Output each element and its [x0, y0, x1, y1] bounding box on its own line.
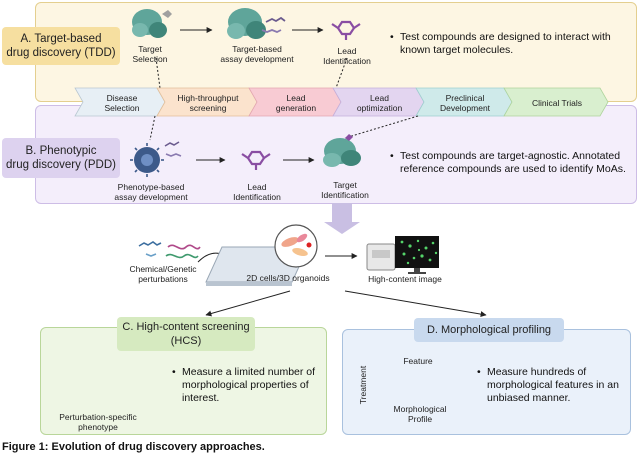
assay-protein-icon [227, 8, 286, 39]
pipeline-label-3-line2: generation [275, 103, 317, 113]
pipeline-label-1: Disease Selection [83, 93, 161, 113]
hcs-caption-line1: Perturbation-specific [59, 412, 137, 422]
pipeline-label-3: Lead generation [257, 93, 335, 113]
pipeline-label-4-line2: optimization [356, 103, 403, 113]
pipeline-label-5-line2: Development [439, 103, 491, 113]
target-protein-icon [132, 9, 172, 38]
pipeline-label-6: Clinical Trials [512, 98, 602, 108]
pdd-label-line2: drug discovery (PDD) [6, 159, 116, 171]
tdd-dashed-line-2 [335, 57, 348, 89]
tdd-step3-line2: Identification [323, 56, 371, 66]
pdd-bullet-line1: Test compounds are target-agnostic. Anno… [400, 150, 621, 162]
tdd-bullet: Test compounds are designed to interact … [390, 31, 632, 57]
pipeline-label-3-line1: Lead [286, 93, 306, 103]
tdd-bullet-line1: Test compounds are designed to interact … [400, 31, 611, 43]
pdd-bullet-line2: reference compounds are used to identify… [400, 163, 626, 175]
pdd-step1-line2: assay development [114, 192, 188, 202]
perturbation-icon [138, 241, 201, 259]
pdd-step2-line1: Lead [247, 182, 267, 192]
tdd-label-line2: drug discovery (TDD) [6, 47, 116, 59]
hcs-label: C. High-content screening (HCS) [117, 317, 255, 351]
pdd-lead-molecule-icon [241, 150, 271, 170]
tdd-step3-text: Lead Identification [318, 46, 376, 66]
feature-text: Feature [403, 356, 433, 366]
pipeline-label-2-line2: screening [189, 103, 227, 113]
pdd-step2-text: Lead Identification [228, 182, 286, 202]
pipeline-label-2-line1: High-throughput [177, 93, 239, 103]
pdd-step3-text: Target Identification [316, 180, 374, 200]
profiling-label: D. Morphological profiling [414, 318, 564, 342]
pipeline-label-4-line1: Lead [370, 93, 389, 103]
perturbation-line1: Chemical/Genetic [129, 264, 197, 274]
profiling-bullet-line1: Measure hundreds of [487, 366, 587, 378]
pipeline-label-4: Lead optimization [341, 93, 418, 113]
tdd-step3-line1: Lead [337, 46, 357, 56]
pipeline-label-5: Preclinical Development [424, 93, 506, 113]
hcs-label-line1: C. High-content screening [122, 321, 250, 333]
profiling-caption-line2: Profile [407, 414, 433, 424]
profiling-bullet-line2: morphological features in an [487, 379, 619, 391]
arrow-to-hcs [205, 290, 291, 317]
tdd-step2-line1: Target-based [232, 44, 282, 54]
figure-caption: Figure 1: Evolution of drug discovery ap… [2, 441, 265, 453]
transition-arrow-icon [324, 203, 360, 234]
pipeline-label-1-line2: Selection [104, 103, 140, 113]
tdd-step1-text: Target Selection [125, 44, 175, 64]
pdd-dashed-line-1 [149, 115, 156, 141]
profiling-bullet: Measure hundreds of morphological featur… [477, 366, 627, 405]
tdd-step2-line2: assay development [220, 54, 294, 64]
tdd-dashed-line-1 [155, 57, 161, 89]
cells-text: 2D cells/3D organoids [246, 273, 330, 283]
image-text: High-content image [368, 274, 442, 284]
hcs-bullet-line1: Measure a limited number of [182, 366, 316, 378]
tdd-label: A. Target-based drug discovery (TDD) [2, 27, 120, 65]
treatment-text: Treatment [358, 365, 368, 405]
hcs-bullet-line2: morphological properties of [182, 379, 309, 391]
pipeline-label-2: High-throughput screening [165, 93, 251, 113]
tdd-bullet-line2: known target molecules. [400, 44, 514, 56]
lead-molecule-icon [331, 20, 361, 40]
microscope-image-icon [366, 236, 439, 274]
perturbation-text: Chemical/Genetic perturbations [118, 264, 208, 284]
pdd-label-line1: B. Phenotypic [25, 145, 97, 157]
pdd-dashed-line-2 [344, 115, 419, 139]
perturbation-line2: perturbations [138, 274, 188, 284]
pipeline-label-5-line1: Preclinical [445, 93, 485, 103]
pipeline-label-6-line1: Clinical Trials [531, 98, 583, 108]
pdd-bullet: Test compounds are target-agnostic. Anno… [390, 150, 632, 176]
hcs-label-line2: (HCS) [170, 335, 202, 347]
hcs-bullet: Measure a limited number of morphologica… [172, 366, 322, 405]
tdd-step1-line2: Selection [132, 54, 168, 64]
phenotype-cell-icon [130, 141, 182, 177]
hcs-caption-line2: phenotype [78, 422, 118, 432]
tdd-step1-line1: Target [138, 44, 162, 54]
pipeline-bar [74, 87, 609, 117]
pdd-target-protein-icon [323, 134, 361, 167]
profiling-caption-line1: Morphological [393, 404, 447, 414]
profiling-bullet-line3: unbiased manner. [487, 392, 571, 404]
arrow-to-profiling [344, 290, 487, 318]
organoid-zoom-icon [274, 224, 318, 268]
pdd-step3-line2: Identification [321, 190, 369, 200]
pdd-step2-line2: Identification [233, 192, 281, 202]
hcs-caption: Perturbation-specific phenotype [48, 412, 148, 432]
profiling-caption: Morphological Profile [380, 404, 460, 424]
pipeline-stage-6 [503, 87, 609, 117]
hcs-bullet-line3: interest. [182, 392, 220, 404]
pdd-step1-text: Phenotype-based assay development [112, 182, 190, 202]
tdd-label-line1: A. Target-based [20, 33, 102, 45]
pdd-step3-line1: Target [333, 180, 357, 190]
tdd-step2-text: Target-based assay development [212, 44, 302, 64]
pdd-label: B. Phenotypic drug discovery (PDD) [2, 138, 120, 178]
pipeline-label-1-line1: Disease [106, 93, 138, 103]
pdd-step1-line1: Phenotype-based [117, 182, 185, 192]
